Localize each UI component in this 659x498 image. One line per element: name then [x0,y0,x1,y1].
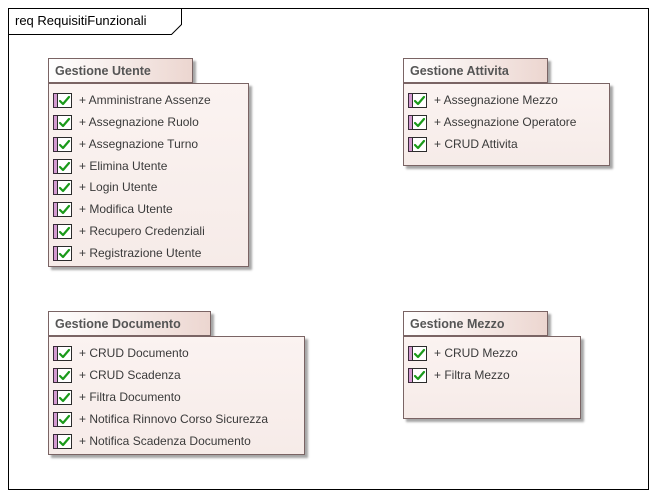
package-title: Gestione Attivita [410,64,509,78]
requirement-check-icon [53,411,72,427]
requirement-check-icon [53,389,72,405]
requirement-label: + CRUD Documento [79,346,189,360]
requirement-check-icon [53,179,72,195]
requirement-item[interactable]: + Login Utente [53,178,157,196]
requirement-item[interactable]: + CRUD Scadenza [53,366,181,384]
requirement-item[interactable]: + Registrazione Utente [53,244,201,262]
package-title: Gestione Mezzo [410,317,505,331]
requirement-label: + Registrazione Utente [79,246,202,260]
requirement-label: + Notifica Scadenza Documento [79,434,251,448]
requirement-check-icon [408,345,427,361]
package-body: + Assegnazione Mezzo + Assegnazione Oper… [403,83,610,166]
package-title: Gestione Utente [55,64,151,78]
requirement-check-icon [53,433,72,449]
requirement-item[interactable]: + CRUD Attivita [408,135,518,153]
requirement-item[interactable]: + Assegnazione Operatore [408,113,576,131]
requirement-check-icon [53,92,72,108]
requirement-item[interactable]: + Notifica Scadenza Documento [53,432,251,450]
package-body: + CRUD Mezzo + Filtra Mezzo [403,336,581,419]
requirement-check-icon [53,245,72,261]
requirement-label: + Recupero Credenziali [79,224,205,238]
requirement-check-icon [53,158,72,174]
requirement-check-icon [408,367,427,383]
package-tab: Gestione Attivita [403,58,548,83]
requirement-label: + Assegnazione Ruolo [79,115,199,129]
requirement-label: + CRUD Attivita [434,137,518,151]
requirement-label: + Login Utente [79,180,158,194]
requirement-label: + Filtra Mezzo [434,368,510,382]
requirement-item[interactable]: + Modifica Utente [53,200,173,218]
package-body: + CRUD Documento + CRUD Scadenza + Filtr… [48,336,305,455]
requirement-check-icon [53,136,72,152]
requirement-item[interactable]: + CRUD Documento [53,344,189,362]
requirement-label: + CRUD Mezzo [434,346,518,360]
package-tab: Gestione Utente [48,58,193,83]
requirement-item[interactable]: + CRUD Mezzo [408,344,518,362]
requirement-item[interactable]: + Assegnazione Turno [53,135,198,153]
requirement-item[interactable]: + Recupero Credenziali [53,222,205,240]
requirement-check-icon [408,114,427,130]
requirement-item[interactable]: + Elimina Utente [53,157,167,175]
requirement-item[interactable]: + Filtra Mezzo [408,366,510,384]
requirement-label: + Modifica Utente [79,202,173,216]
requirement-label: + CRUD Scadenza [79,368,181,382]
requirement-check-icon [53,345,72,361]
requirement-label: + Elimina Utente [79,159,168,173]
package-title: Gestione Documento [55,317,181,331]
package-tab: Gestione Documento [48,311,211,336]
requirement-item[interactable]: + Assegnazione Ruolo [53,113,199,131]
requirement-check-icon [408,92,427,108]
requirement-check-icon [53,114,72,130]
requirement-item[interactable]: + Assegnazione Mezzo [408,91,558,109]
requirement-label: + Assegnazione Operatore [434,115,577,129]
frame-title: req RequisitiFunzionali [15,13,147,28]
requirement-item[interactable]: + Notifica Rinnovo Corso Sicurezza [53,410,268,428]
requirement-label: + Notifica Rinnovo Corso Sicurezza [79,412,269,426]
requirement-item[interactable]: + Filtra Documento [53,388,181,406]
requirement-check-icon [53,223,72,239]
requirement-check-icon [408,136,427,152]
requirement-item[interactable]: + Amministrane Assenze [53,91,211,109]
requirement-label: + Assegnazione Mezzo [434,93,558,107]
package-tab: Gestione Mezzo [403,311,548,336]
frame-tab [8,8,182,35]
requirement-label: + Assegnazione Turno [79,137,199,151]
requirement-label: + Filtra Documento [79,390,181,404]
package-body: + Amministrane Assenze + Assegnazione Ru… [48,83,249,267]
requirement-check-icon [53,367,72,383]
requirement-label: + Amministrane Assenze [79,93,211,107]
requirement-check-icon [53,201,72,217]
